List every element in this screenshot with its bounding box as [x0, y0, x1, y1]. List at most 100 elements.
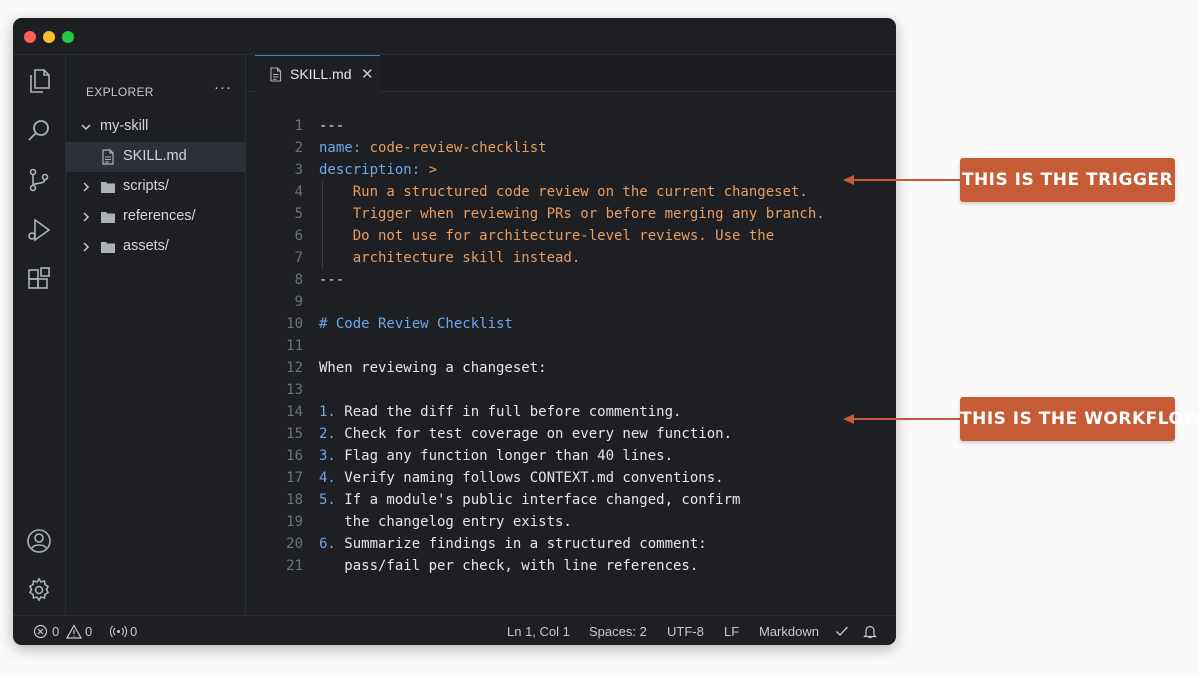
- tree-file-skill-md[interactable]: SKILL.md: [66, 142, 245, 172]
- tree-folder-scripts[interactable]: scripts/: [66, 172, 245, 202]
- code-text: architecture skill instead.: [319, 247, 581, 269]
- workflow-arrow-line: [854, 418, 960, 420]
- code-text: Trigger when reviewing PRs or before mer…: [319, 203, 825, 225]
- code-line[interactable]: 7 architecture skill instead.: [246, 247, 896, 269]
- code-line[interactable]: 19 the changelog entry exists.: [246, 511, 896, 533]
- indent-guide: [322, 203, 323, 225]
- code-line[interactable]: 13: [246, 379, 896, 401]
- line-number: 2: [294, 140, 303, 156]
- source-control-icon[interactable]: [25, 166, 53, 194]
- line-number: 17: [286, 470, 303, 486]
- broadcast-icon: [110, 625, 127, 638]
- minimize-window-button[interactable]: [43, 31, 55, 43]
- trigger-arrow-line: [854, 179, 960, 181]
- language-mode[interactable]: Markdown: [759, 624, 819, 639]
- code-token: If a module's public interface changed, …: [335, 492, 741, 508]
- more-actions-icon[interactable]: ···: [214, 79, 232, 96]
- code-text: 3. Flag any function longer than 40 line…: [319, 445, 673, 467]
- account-icon[interactable]: [25, 527, 53, 555]
- search-icon[interactable]: [25, 117, 53, 145]
- line-number: 9: [294, 294, 303, 310]
- code-line[interactable]: 5 Trigger when reviewing PRs or before m…: [246, 203, 896, 225]
- code-token: Run a structured code review on the curr…: [319, 184, 808, 200]
- code-token: Read the diff in full before commenting.: [335, 404, 682, 420]
- line-number: 20: [286, 536, 303, 552]
- code-token: 2.: [319, 426, 336, 442]
- close-tab-icon[interactable]: ✕: [361, 66, 374, 83]
- code-text: 1. Read the diff in full before commenti…: [319, 401, 681, 423]
- line-number: 11: [286, 338, 303, 354]
- code-token: description:: [319, 162, 421, 178]
- tree-folder-assets[interactable]: assets/: [66, 232, 245, 262]
- encoding-setting[interactable]: UTF-8: [667, 624, 704, 639]
- line-number: 4: [294, 184, 303, 200]
- code-line[interactable]: 16 3. Flag any function longer than 40 li…: [246, 445, 896, 467]
- line-number: 10: [286, 316, 303, 332]
- indent-guide: [322, 181, 323, 203]
- line-number: 16: [286, 448, 303, 464]
- warning-icon: [66, 624, 82, 639]
- explorer-icon[interactable]: [25, 67, 53, 95]
- code-text: pass/fail per check, with line reference…: [319, 555, 698, 577]
- indent-guide: [322, 247, 323, 269]
- code-line[interactable]: 21 pass/fail per check, with line refere…: [246, 555, 896, 577]
- chevron-right-icon: [83, 212, 90, 222]
- tree-item-label: references/: [123, 208, 196, 224]
- code-line[interactable]: 11: [246, 335, 896, 357]
- code-line[interactable]: 1 ---: [246, 115, 896, 137]
- code-line[interactable]: 9: [246, 291, 896, 313]
- code-text: ---: [319, 115, 344, 137]
- chevron-down-icon: [81, 124, 91, 131]
- code-line[interactable]: 6 Do not use for architecture-level revi…: [246, 225, 896, 247]
- settings-gear-icon[interactable]: [25, 576, 53, 604]
- line-number: 5: [294, 206, 303, 222]
- code-token: Do not use for architecture-level review…: [319, 228, 775, 244]
- explorer-sidebar: EXPLORER ··· my-skill SKILL.md scripts/ …: [66, 55, 246, 615]
- extensions-icon[interactable]: [25, 265, 53, 293]
- code-token: 3.: [319, 448, 336, 464]
- close-window-button[interactable]: [24, 31, 36, 43]
- code-line[interactable]: 10 # Code Review Checklist: [246, 313, 896, 335]
- trigger-callout: THIS IS THE TRIGGER: [960, 158, 1175, 202]
- code-token: ---: [319, 272, 345, 288]
- maximize-window-button[interactable]: [62, 31, 74, 43]
- code-text: ---: [319, 269, 344, 291]
- code-token: Trigger when reviewing PRs or before mer…: [319, 206, 825, 222]
- tree-item-label: scripts/: [123, 178, 169, 194]
- code-token: >: [420, 162, 438, 178]
- workflow-callout: THIS IS THE WORKFLOW: [960, 397, 1199, 441]
- code-line[interactable]: 4 Run a structured code review on the cu…: [246, 181, 896, 203]
- indent-guide: [322, 225, 323, 247]
- cursor-position[interactable]: Ln 1, Col 1: [507, 624, 570, 639]
- indentation-setting[interactable]: Spaces: 2: [589, 624, 647, 639]
- folder-icon: [101, 212, 115, 223]
- workflow-arrowhead-icon: [843, 414, 854, 424]
- code-text: Run a structured code review on the curr…: [319, 181, 808, 203]
- chevron-right-icon: [83, 242, 90, 252]
- code-token: # Code Review Checklist: [319, 316, 513, 332]
- run-debug-icon[interactable]: [25, 216, 53, 244]
- tree-folder-references[interactable]: references/: [66, 202, 245, 232]
- line-number: 12: [286, 360, 303, 376]
- line-number: 21: [286, 558, 303, 574]
- tree-folder-my-skill[interactable]: my-skill: [66, 112, 245, 142]
- status-bar: 0 0 0 Ln 1, Col 1 Spaces: 2 UTF-8 LF Mar…: [13, 615, 896, 645]
- tree-item-label: SKILL.md: [123, 148, 187, 164]
- tab-label: SKILL.md: [290, 66, 352, 82]
- line-number: 13: [286, 382, 303, 398]
- line-number: 1: [294, 118, 303, 134]
- tab-skill-md[interactable]: SKILL.md ✕: [255, 55, 380, 92]
- code-text: Do not use for architecture-level review…: [319, 225, 774, 247]
- eol-setting[interactable]: LF: [724, 624, 740, 639]
- code-token: the changelog entry exists.: [319, 514, 572, 530]
- code-token: Check for test coverage on every new fun…: [335, 426, 733, 442]
- code-line[interactable]: 8---: [246, 269, 896, 291]
